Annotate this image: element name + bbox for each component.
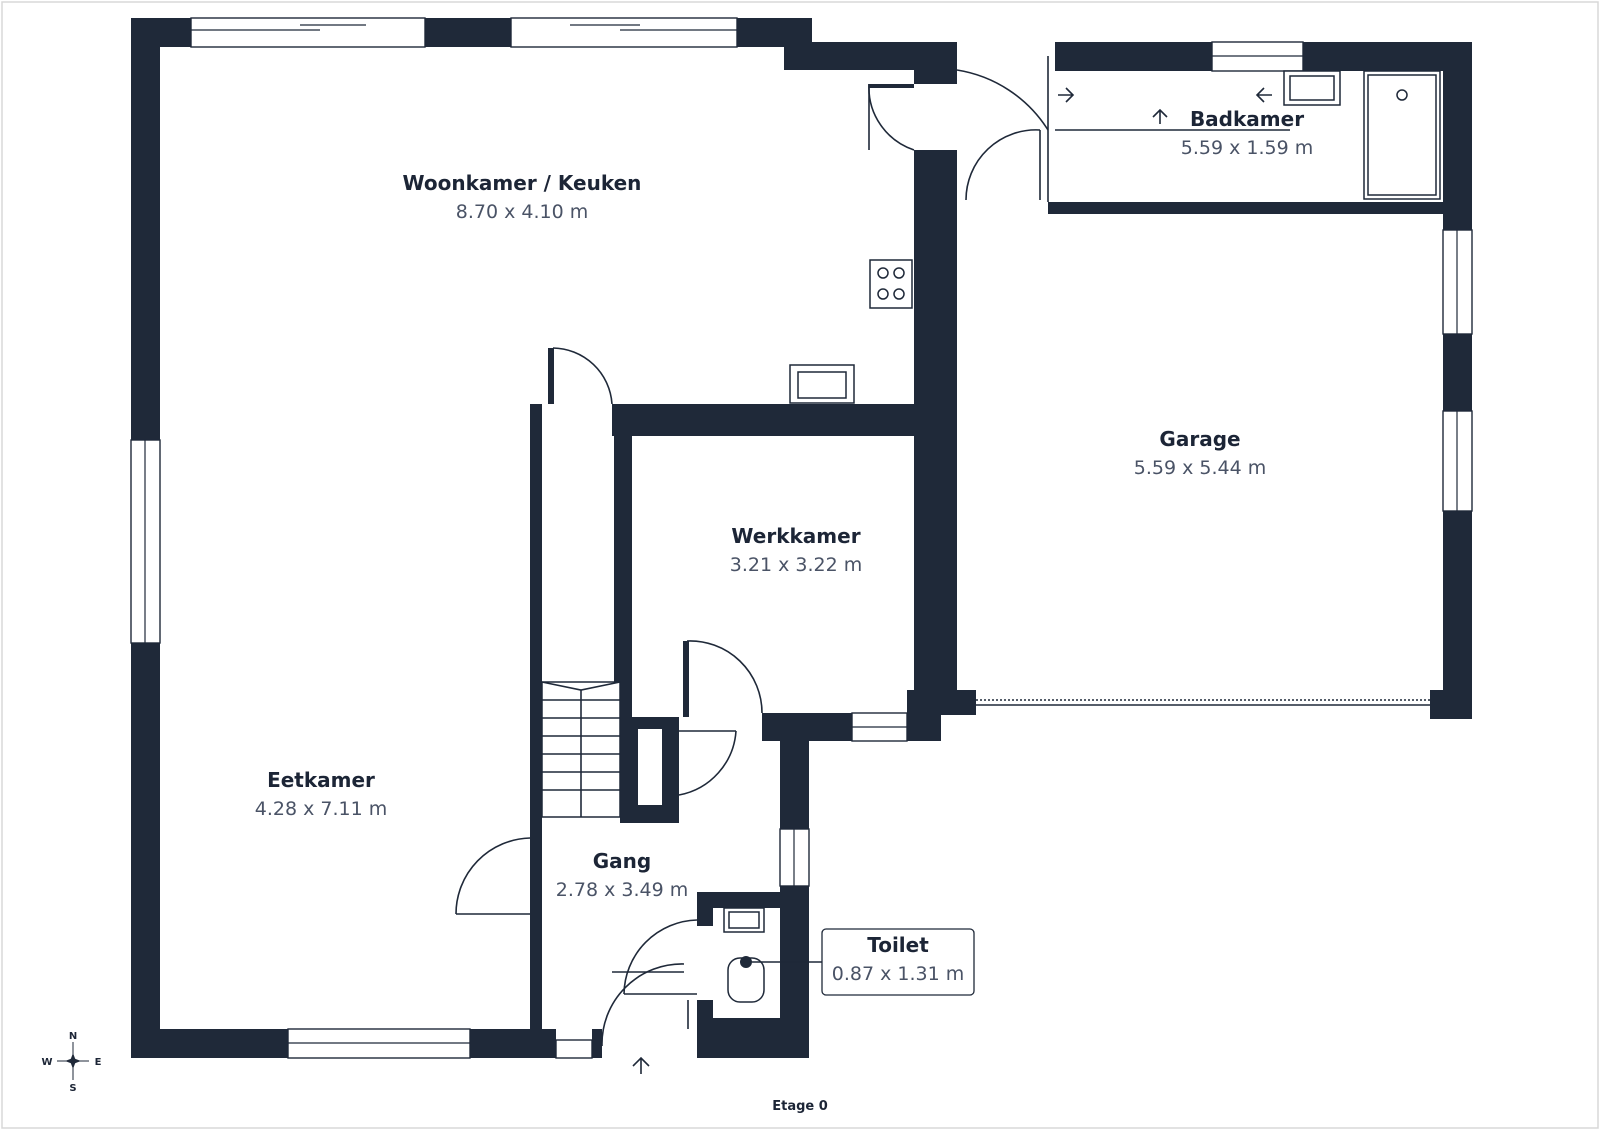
- stairs: [541, 681, 621, 818]
- woonkamer-dim: 8.70 x 4.10 m: [456, 201, 588, 223]
- toilet-dim: 0.87 x 1.31 m: [832, 963, 964, 985]
- woonkamer-name: Woonkamer / Keuken: [403, 171, 642, 195]
- gang-name: Gang: [593, 849, 651, 873]
- fixtures: [723, 70, 1441, 1003]
- werkkamer-dim: 3.21 x 3.22 m: [730, 554, 862, 576]
- toilet-name: Toilet: [867, 933, 929, 957]
- stove-icon: [869, 259, 913, 309]
- doors: [455, 56, 1290, 1047]
- entrance-arrows: [632, 87, 1272, 1074]
- compass-icon: N E S W: [41, 1031, 101, 1094]
- badkamer-name: Badkamer: [1190, 107, 1304, 131]
- floor-label: Etage 0: [772, 1099, 828, 1114]
- eetkamer-name: Eetkamer: [267, 768, 375, 792]
- eetkamer-dim: 4.28 x 7.11 m: [255, 798, 387, 820]
- windows: [130, 17, 1473, 1059]
- garage-dim: 5.59 x 5.44 m: [1134, 457, 1266, 479]
- garage-name: Garage: [1159, 427, 1240, 451]
- compass-s: S: [69, 1083, 76, 1094]
- gang-dim: 2.78 x 3.49 m: [556, 879, 688, 901]
- toilet-label-box: [821, 928, 975, 996]
- werkkamer-name: Werkkamer: [731, 524, 860, 548]
- walls: [131, 18, 1472, 1058]
- compass-n: N: [69, 1031, 77, 1042]
- compass-w: W: [41, 1057, 52, 1068]
- compass-e: E: [95, 1057, 102, 1068]
- badkamer-dim: 5.59 x 1.59 m: [1181, 137, 1313, 159]
- garage-door-line: [976, 699, 1430, 706]
